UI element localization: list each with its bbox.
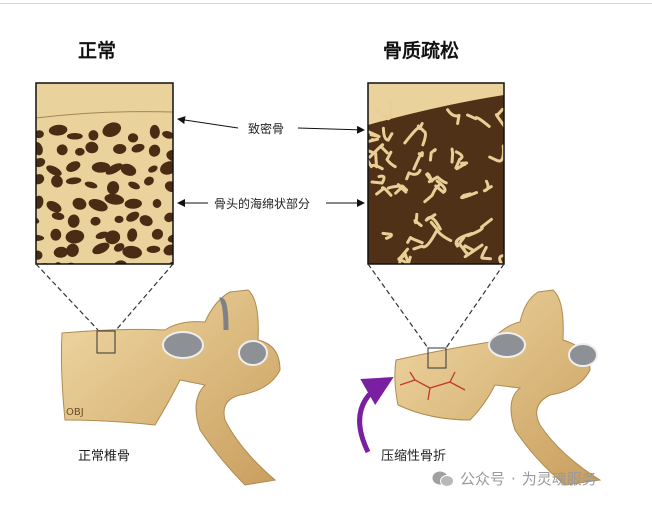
- compression-fracture-caption: 压缩性骨折: [381, 449, 447, 464]
- normal-bone-panel: [36, 83, 173, 264]
- normal-vertebra-illustration: OBJ: [60, 289, 281, 486]
- fractured-vertebra-illustration: [357, 289, 602, 486]
- osteoporosis-title: 骨质疏松: [383, 40, 460, 62]
- watermark-platform: 公众号: [460, 470, 506, 488]
- watermark: 公众号 · 为灵魂服务: [432, 468, 597, 489]
- watermark-account: 为灵魂服务: [521, 470, 597, 488]
- normal-title: 正常: [78, 40, 117, 62]
- osteoporosis-bone-panel: [368, 83, 504, 264]
- svg-text:OBJ: OBJ: [66, 407, 84, 418]
- purple-arrow-icon: [357, 377, 394, 454]
- top-divider: [0, 3, 652, 4]
- fracture-lines: [399, 371, 466, 401]
- wechat-icon: [432, 471, 454, 487]
- normal-vertebra-caption: 正常椎骨: [78, 449, 131, 464]
- compact-bone-label: 致密骨: [246, 120, 287, 137]
- spongy-bone-label: 骨头的海绵状部分: [212, 195, 313, 212]
- watermark-separator: ·: [511, 469, 516, 488]
